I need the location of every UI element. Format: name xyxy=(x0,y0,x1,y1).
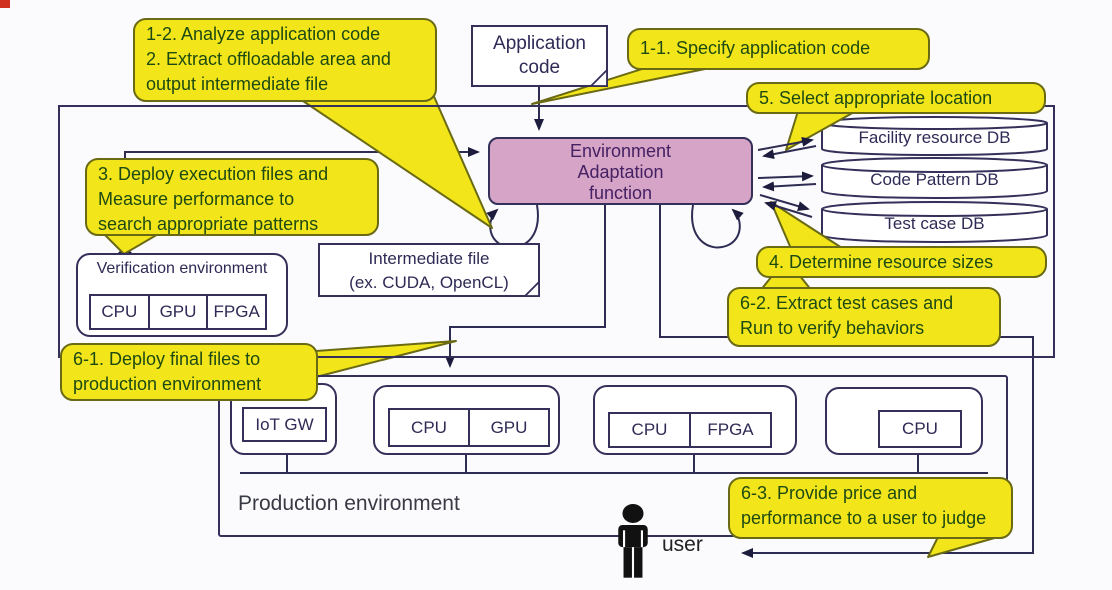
ea-line2: Adaptation xyxy=(577,162,664,182)
callout-text-line: Measure performance to xyxy=(98,189,295,209)
document-fold-icon xyxy=(590,69,608,87)
test-case-db-label: Test case DB xyxy=(884,214,985,233)
callout-text-line: search appropriate patterns xyxy=(98,214,319,234)
facility-resource-db-label: Facility resource DB xyxy=(858,128,1011,147)
ea-line1: Environment xyxy=(569,141,672,161)
callout-step-6-2: 6-2. Extract test cases and Run to verif… xyxy=(727,287,1001,347)
verification-environment-label: Verification environment xyxy=(96,260,268,277)
server3-units: CPU xyxy=(878,410,962,448)
callout-step-6-3: 6-3. Provide price and performance to a … xyxy=(728,477,1013,539)
server1-cpu: CPU xyxy=(411,417,447,437)
verification-units: CPU GPU FPGA xyxy=(89,294,267,330)
server2-units: CPU FPGA xyxy=(608,412,772,448)
callout-text-line: 6-3. Provide price and xyxy=(741,483,918,503)
intermediate-file-line2: (ex. CUDA, OpenCL) xyxy=(349,273,509,292)
tail-step-6-3 xyxy=(927,536,999,558)
code-pattern-db-label: Code Pattern DB xyxy=(870,170,999,189)
document-fold-icon xyxy=(524,281,540,297)
server3-cpu: CPU xyxy=(902,419,938,438)
ea-line3: function xyxy=(588,183,653,203)
callout-step-1-1: 1-1. Specify application code xyxy=(627,28,930,70)
callout-text-line: performance to a user to judge xyxy=(741,508,987,528)
server1-units: CPU GPU xyxy=(388,408,550,447)
callout-text-line: production environment xyxy=(73,374,262,394)
callout-step-6-1: 6-1. Deploy final files to production en… xyxy=(60,343,318,401)
callout-text-line: 6-1. Deploy final files to xyxy=(73,349,261,369)
intermediate-file-box: Intermediate file (ex. CUDA, OpenCL) xyxy=(318,243,540,297)
user-label: user xyxy=(662,533,703,556)
server1-gpu: GPU xyxy=(468,410,548,445)
verification-unit-gpu: GPU xyxy=(147,296,207,328)
iot-gw-unit: IoT GW xyxy=(242,407,327,442)
callout-text-line: 1-2. Analyze application code xyxy=(146,24,381,44)
application-code-line2: code xyxy=(518,57,561,78)
callout-text-line: 1-1. Specify application code xyxy=(640,38,871,58)
callout-text-line: 6-2. Extract test cases and xyxy=(740,293,954,313)
production-environment-label: Production environment xyxy=(238,492,460,515)
callout-text-line: 4. Determine resource sizes xyxy=(769,252,994,272)
callout-text-line: 5. Select appropriate location xyxy=(759,88,993,108)
callout-text-line: 2. Extract offloadable area and xyxy=(146,49,391,69)
verification-unit-fpga: FPGA xyxy=(206,296,265,328)
callout-step-1-2: 1-2. Analyze application code 2. Extract… xyxy=(133,18,437,102)
verification-unit-cpu: CPU xyxy=(101,302,138,321)
intermediate-file-line1: Intermediate file xyxy=(368,249,490,268)
callout-text-line: output intermediate file xyxy=(146,74,329,94)
callout-text-line: Run to verify behaviors xyxy=(740,318,925,338)
callout-step-3: 3. Deploy execution files and Measure pe… xyxy=(85,158,379,236)
iot-gw-label: IoT GW xyxy=(255,414,314,434)
application-code-line1: Application xyxy=(493,33,586,54)
callout-step-4: 4. Determine resource sizes xyxy=(756,246,1047,278)
callout-step-5: 5. Select appropriate location xyxy=(746,82,1046,114)
callout-text-line: 3. Deploy execution files and xyxy=(98,164,329,184)
environment-adaptation-function: Environment Adaptation function xyxy=(488,137,753,205)
server2-cpu: CPU xyxy=(631,420,668,439)
red-corner-mark xyxy=(0,0,10,8)
application-code-box: Application code xyxy=(471,25,608,87)
server2-fpga: FPGA xyxy=(689,414,770,446)
user-icon xyxy=(618,504,648,578)
